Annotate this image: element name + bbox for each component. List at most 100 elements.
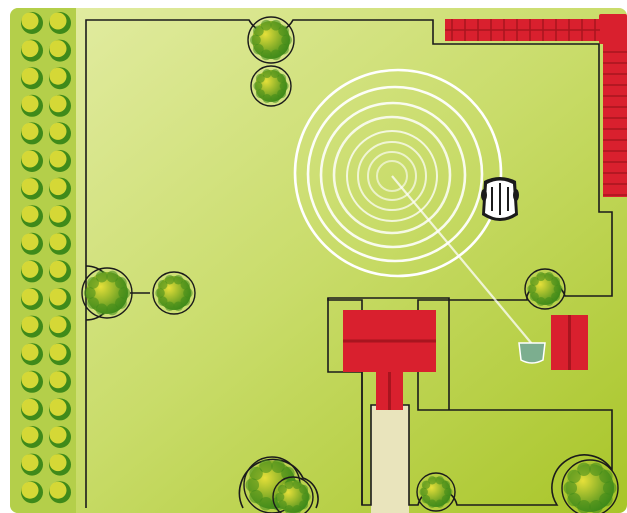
tree-foliage-tuft bbox=[253, 25, 264, 37]
spiral-ring bbox=[332, 115, 452, 235]
shrub-crown bbox=[49, 233, 67, 251]
shed bbox=[551, 315, 588, 370]
tree-foliage-tuft bbox=[567, 492, 581, 507]
shrub-crown bbox=[21, 426, 39, 444]
shrub-crown bbox=[21, 40, 39, 58]
tree-foliage-tuft bbox=[529, 292, 539, 302]
shrub-icon bbox=[21, 426, 43, 448]
shrub-icon bbox=[49, 205, 71, 228]
shrub-icon bbox=[49, 12, 71, 34]
tree-foliage-tuft bbox=[527, 284, 537, 294]
tree-foliage-tuft bbox=[157, 280, 168, 290]
tree-foliage-tuft bbox=[435, 476, 445, 485]
tree-foliage-tuft bbox=[87, 276, 99, 289]
shrub-crown bbox=[21, 12, 39, 30]
tree-foliage-tuft bbox=[599, 469, 613, 484]
tree-wire-ring bbox=[152, 271, 196, 315]
shrub-icon bbox=[21, 288, 43, 310]
tree-foliage-tuft bbox=[262, 93, 272, 103]
tree-foliage-tuft bbox=[250, 34, 261, 46]
tree-wire-ring bbox=[524, 268, 566, 310]
tree-foliage-tuft bbox=[259, 459, 273, 474]
shrub-icon bbox=[49, 315, 71, 338]
tree-foliage-tuft bbox=[599, 492, 613, 507]
shrub-icon bbox=[21, 150, 43, 172]
shrub-icon bbox=[21, 343, 43, 366]
tree-foliage-tuft bbox=[253, 81, 263, 91]
tree-foliage-tuft bbox=[444, 487, 453, 497]
tree-foliage-tuft bbox=[260, 49, 272, 61]
boundary-wire-bottom-tree-loop bbox=[238, 458, 319, 509]
tree-foliage-tuft bbox=[260, 19, 272, 31]
tree-foliage-tuft bbox=[551, 276, 561, 286]
tree-icon bbox=[272, 476, 314, 513]
brick-wall bbox=[445, 14, 627, 197]
shrub-icon bbox=[21, 481, 43, 504]
tree-foliage-tuft bbox=[255, 73, 265, 83]
shrub-crown bbox=[21, 343, 39, 361]
tree-foliage-tuft bbox=[277, 89, 287, 99]
tree-foliage-tuft bbox=[544, 272, 554, 282]
tree-foliage-tuft bbox=[95, 270, 108, 283]
shrub-icon bbox=[49, 398, 71, 421]
tree-foliage-tuft bbox=[299, 484, 309, 494]
tree-foliage-tuft bbox=[435, 499, 445, 508]
tree-foliage-tuft bbox=[83, 287, 96, 299]
shrub-icon bbox=[49, 453, 71, 476]
tree-icon bbox=[247, 16, 295, 64]
shrub-crown bbox=[49, 12, 67, 30]
spiral-cut-pattern bbox=[293, 68, 503, 278]
tree-foliage-tuft bbox=[253, 43, 264, 55]
shrub-crown bbox=[49, 205, 67, 223]
tree-foliage-tuft bbox=[106, 270, 119, 283]
tree-wire-ring bbox=[272, 476, 314, 513]
tree-foliage-tuft bbox=[567, 469, 581, 484]
charging-station bbox=[518, 342, 546, 364]
spiral-ring bbox=[367, 151, 417, 201]
tree-foliage-tuft bbox=[115, 297, 127, 310]
tree-foliage-tuft bbox=[419, 487, 428, 497]
shrub-crown bbox=[21, 454, 39, 472]
spiral-ring bbox=[376, 160, 408, 192]
tree-foliage-tuft bbox=[421, 480, 431, 489]
tree-foliage-tuft bbox=[529, 276, 539, 286]
shrub-icon bbox=[21, 177, 43, 200]
shrub-crown bbox=[21, 122, 39, 140]
tree-icon bbox=[524, 268, 566, 310]
shrub-crown bbox=[21, 481, 39, 499]
shrub-crown bbox=[49, 371, 67, 389]
tree-foliage-tuft bbox=[278, 43, 289, 55]
shrub-icon bbox=[21, 205, 43, 228]
shrub-icon bbox=[49, 177, 71, 200]
shrub-crown bbox=[21, 371, 39, 389]
shrub-crown bbox=[49, 316, 67, 334]
tree-foliage-tuft bbox=[281, 34, 292, 46]
shrub-crown bbox=[21, 205, 39, 223]
tree-icon bbox=[561, 459, 619, 513]
tree-foliage-tuft bbox=[589, 462, 603, 477]
shrub-crown bbox=[49, 454, 67, 472]
wall-corner-post bbox=[599, 14, 627, 44]
shrub-icon bbox=[21, 232, 43, 255]
tree-foliage-tuft bbox=[173, 301, 184, 312]
tree-foliage-tuft bbox=[277, 484, 287, 494]
shrub-icon bbox=[49, 481, 71, 504]
tree-foliage-tuft bbox=[441, 495, 451, 504]
tree-foliage-tuft bbox=[255, 89, 265, 99]
tree-foliage-tuft bbox=[602, 481, 617, 495]
tree-icon bbox=[81, 267, 133, 319]
shrub-icon bbox=[21, 94, 43, 117]
shrub-icon bbox=[49, 232, 71, 255]
shrub-icon bbox=[21, 260, 43, 283]
shrub-crown bbox=[49, 40, 67, 58]
shrub-icon bbox=[49, 122, 71, 145]
tree-foliage-tuft bbox=[106, 303, 119, 316]
tree-foliage-tuft bbox=[180, 296, 191, 306]
tree-foliage-tuft bbox=[183, 288, 193, 298]
tree-foliage-tuft bbox=[577, 499, 591, 513]
tree-foliage-tuft bbox=[427, 499, 437, 508]
tree-foliage-tuft bbox=[270, 49, 282, 61]
tree-foliage-tuft bbox=[299, 500, 309, 510]
